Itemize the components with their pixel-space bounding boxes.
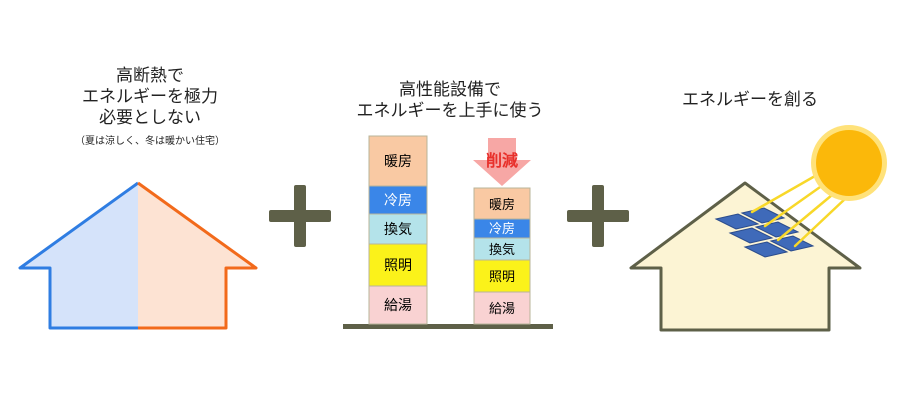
insulated-house-right-outline: [137, 181, 258, 330]
efficient-caption: 高性能設備で エネルギーを上手に使う: [300, 80, 600, 122]
sun-rays: [750, 170, 848, 248]
stack-after-seg-hotwater: [473, 291, 531, 325]
insulation-title-line-3: 必要としない: [99, 108, 201, 128]
solar-house: [629, 125, 887, 332]
insulated-house: [18, 181, 258, 330]
efficient-title-line-1: 高性能設備で: [399, 80, 501, 100]
solar-panel-cell-3: [728, 227, 774, 244]
insulation-caption: 高断熱で エネルギーを極力 必要としない （夏は涼しく、冬は暖かい住宅）: [30, 66, 270, 149]
reduction-label: 削減: [486, 151, 518, 170]
solar-panel-cell-5: [743, 241, 789, 258]
plus-sign-2: [567, 185, 629, 247]
plus-sign-1: [269, 185, 331, 247]
stack-after-seg-lighting: [473, 259, 531, 293]
stack-before: 暖房 冷房 換気 照明 給湯: [368, 135, 428, 325]
stack-before-label-lighting: 照明: [384, 258, 412, 274]
insulation-title-line-2: エネルギーを極力: [82, 87, 218, 107]
stack-after: 暖房 冷房 換気 照明 給湯: [473, 187, 531, 325]
stack-after-label-heating: 暖房: [489, 197, 515, 213]
stack-before-seg-hotwater: [368, 285, 428, 325]
stack-after-label-ventilation: 換気: [489, 242, 515, 258]
stack-after-label-hotwater: 給湯: [489, 302, 515, 317]
efficient-title-line-2: エネルギーを上手に使う: [356, 101, 544, 121]
sun-ray-1: [750, 170, 824, 214]
sun-ray-3: [776, 188, 840, 242]
generation-caption: エネルギーを創る: [630, 90, 870, 111]
energy-stacks: 暖房 冷房 換気 照明 給湯 暖房 冷房 換気 照明 給湯 削減: [343, 135, 553, 329]
stack-before-seg-lighting: [368, 243, 428, 287]
sun-ray-4: [793, 196, 848, 248]
stack-before-label-hotwater: 給湯: [384, 297, 412, 314]
plus-sign-2-vertical: [592, 185, 604, 247]
solar-panel-cell-1: [714, 213, 760, 230]
solar-panel-cell-6: [769, 235, 815, 252]
stack-before-label-heating: 暖房: [384, 154, 412, 170]
plus-sign-1-vertical: [294, 185, 306, 247]
solar-house-body: [629, 181, 862, 332]
insulated-house-left-outline: [18, 181, 139, 330]
insulation-note: （夏は涼しく、冬は暖かい住宅）: [75, 136, 225, 147]
stack-after-label-cooling: 冷房: [489, 221, 515, 237]
insulation-title-line-1: 高断熱で: [116, 66, 184, 86]
reduction-arrow: [473, 138, 531, 186]
stack-after-seg-heating: [473, 187, 531, 220]
sun-ray-2: [763, 178, 832, 228]
sun-icon: [816, 130, 882, 196]
stack-before-label-cooling: 冷房: [384, 193, 412, 209]
insulated-house-right-half: [138, 183, 256, 328]
insulated-house-left-half: [20, 183, 138, 328]
stacks-baseline: [343, 324, 553, 329]
stack-before-label-ventilation: 換気: [384, 222, 412, 238]
generation-title-line-1: エネルギーを創る: [682, 90, 818, 110]
stack-after-label-lighting: 照明: [489, 270, 515, 285]
